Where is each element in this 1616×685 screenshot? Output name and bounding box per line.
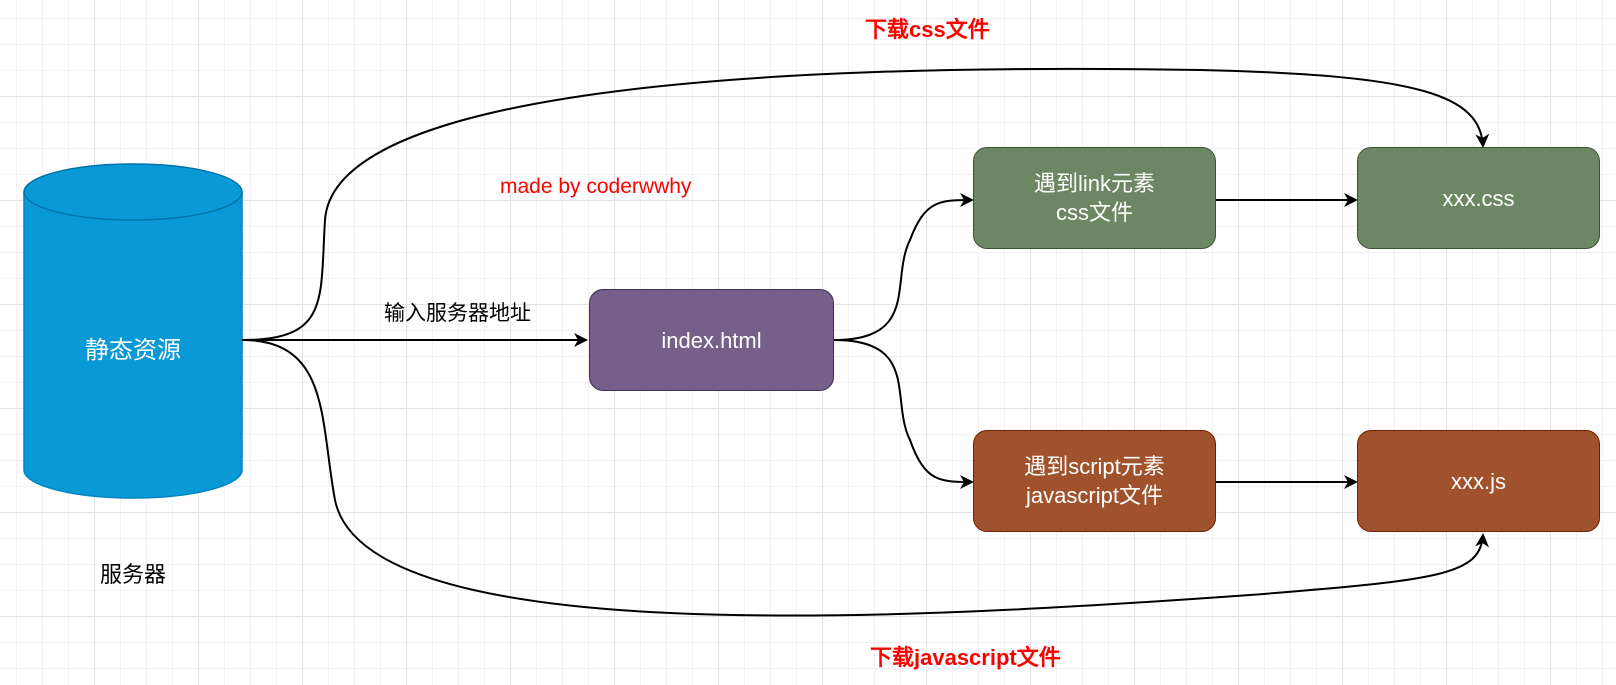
edge-label-input-address: 输入服务器地址 — [384, 302, 531, 325]
edge-download-css — [241, 67, 1490, 341]
link-element-line1: 遇到link元素 — [1033, 171, 1155, 196]
server-cylinder — [23, 163, 243, 499]
js-file-node: xxx.js — [1357, 430, 1600, 532]
edge-label-download-js: 下载javascript文件 — [870, 645, 1061, 670]
edge-index-to-script — [833, 339, 974, 489]
index-html-node: index.html — [589, 289, 834, 391]
server-caption: 服务器 — [100, 562, 167, 587]
css-file-label: xxx.css — [1442, 185, 1515, 211]
server-cylinder-label: 静态资源 — [85, 337, 181, 364]
script-element-line1: 遇到script元素 — [1024, 454, 1165, 479]
js-file-label: xxx.js — [1451, 468, 1506, 494]
script-element-node: 遇到script元素 javascript文件 — [973, 430, 1216, 532]
index-html-label: index.html — [661, 327, 762, 353]
link-element-node: 遇到link元素 css文件 — [973, 147, 1216, 249]
edge-label-download-css: 下载css文件 — [865, 17, 990, 42]
edge-download-js — [241, 339, 1490, 617]
link-element-line2: css文件 — [1055, 200, 1133, 225]
watermark-text: made by coderwwhy — [500, 175, 692, 198]
script-element-line2: javascript文件 — [1026, 483, 1163, 508]
edge-index-to-link — [833, 193, 974, 341]
css-file-node: xxx.css — [1357, 147, 1600, 249]
